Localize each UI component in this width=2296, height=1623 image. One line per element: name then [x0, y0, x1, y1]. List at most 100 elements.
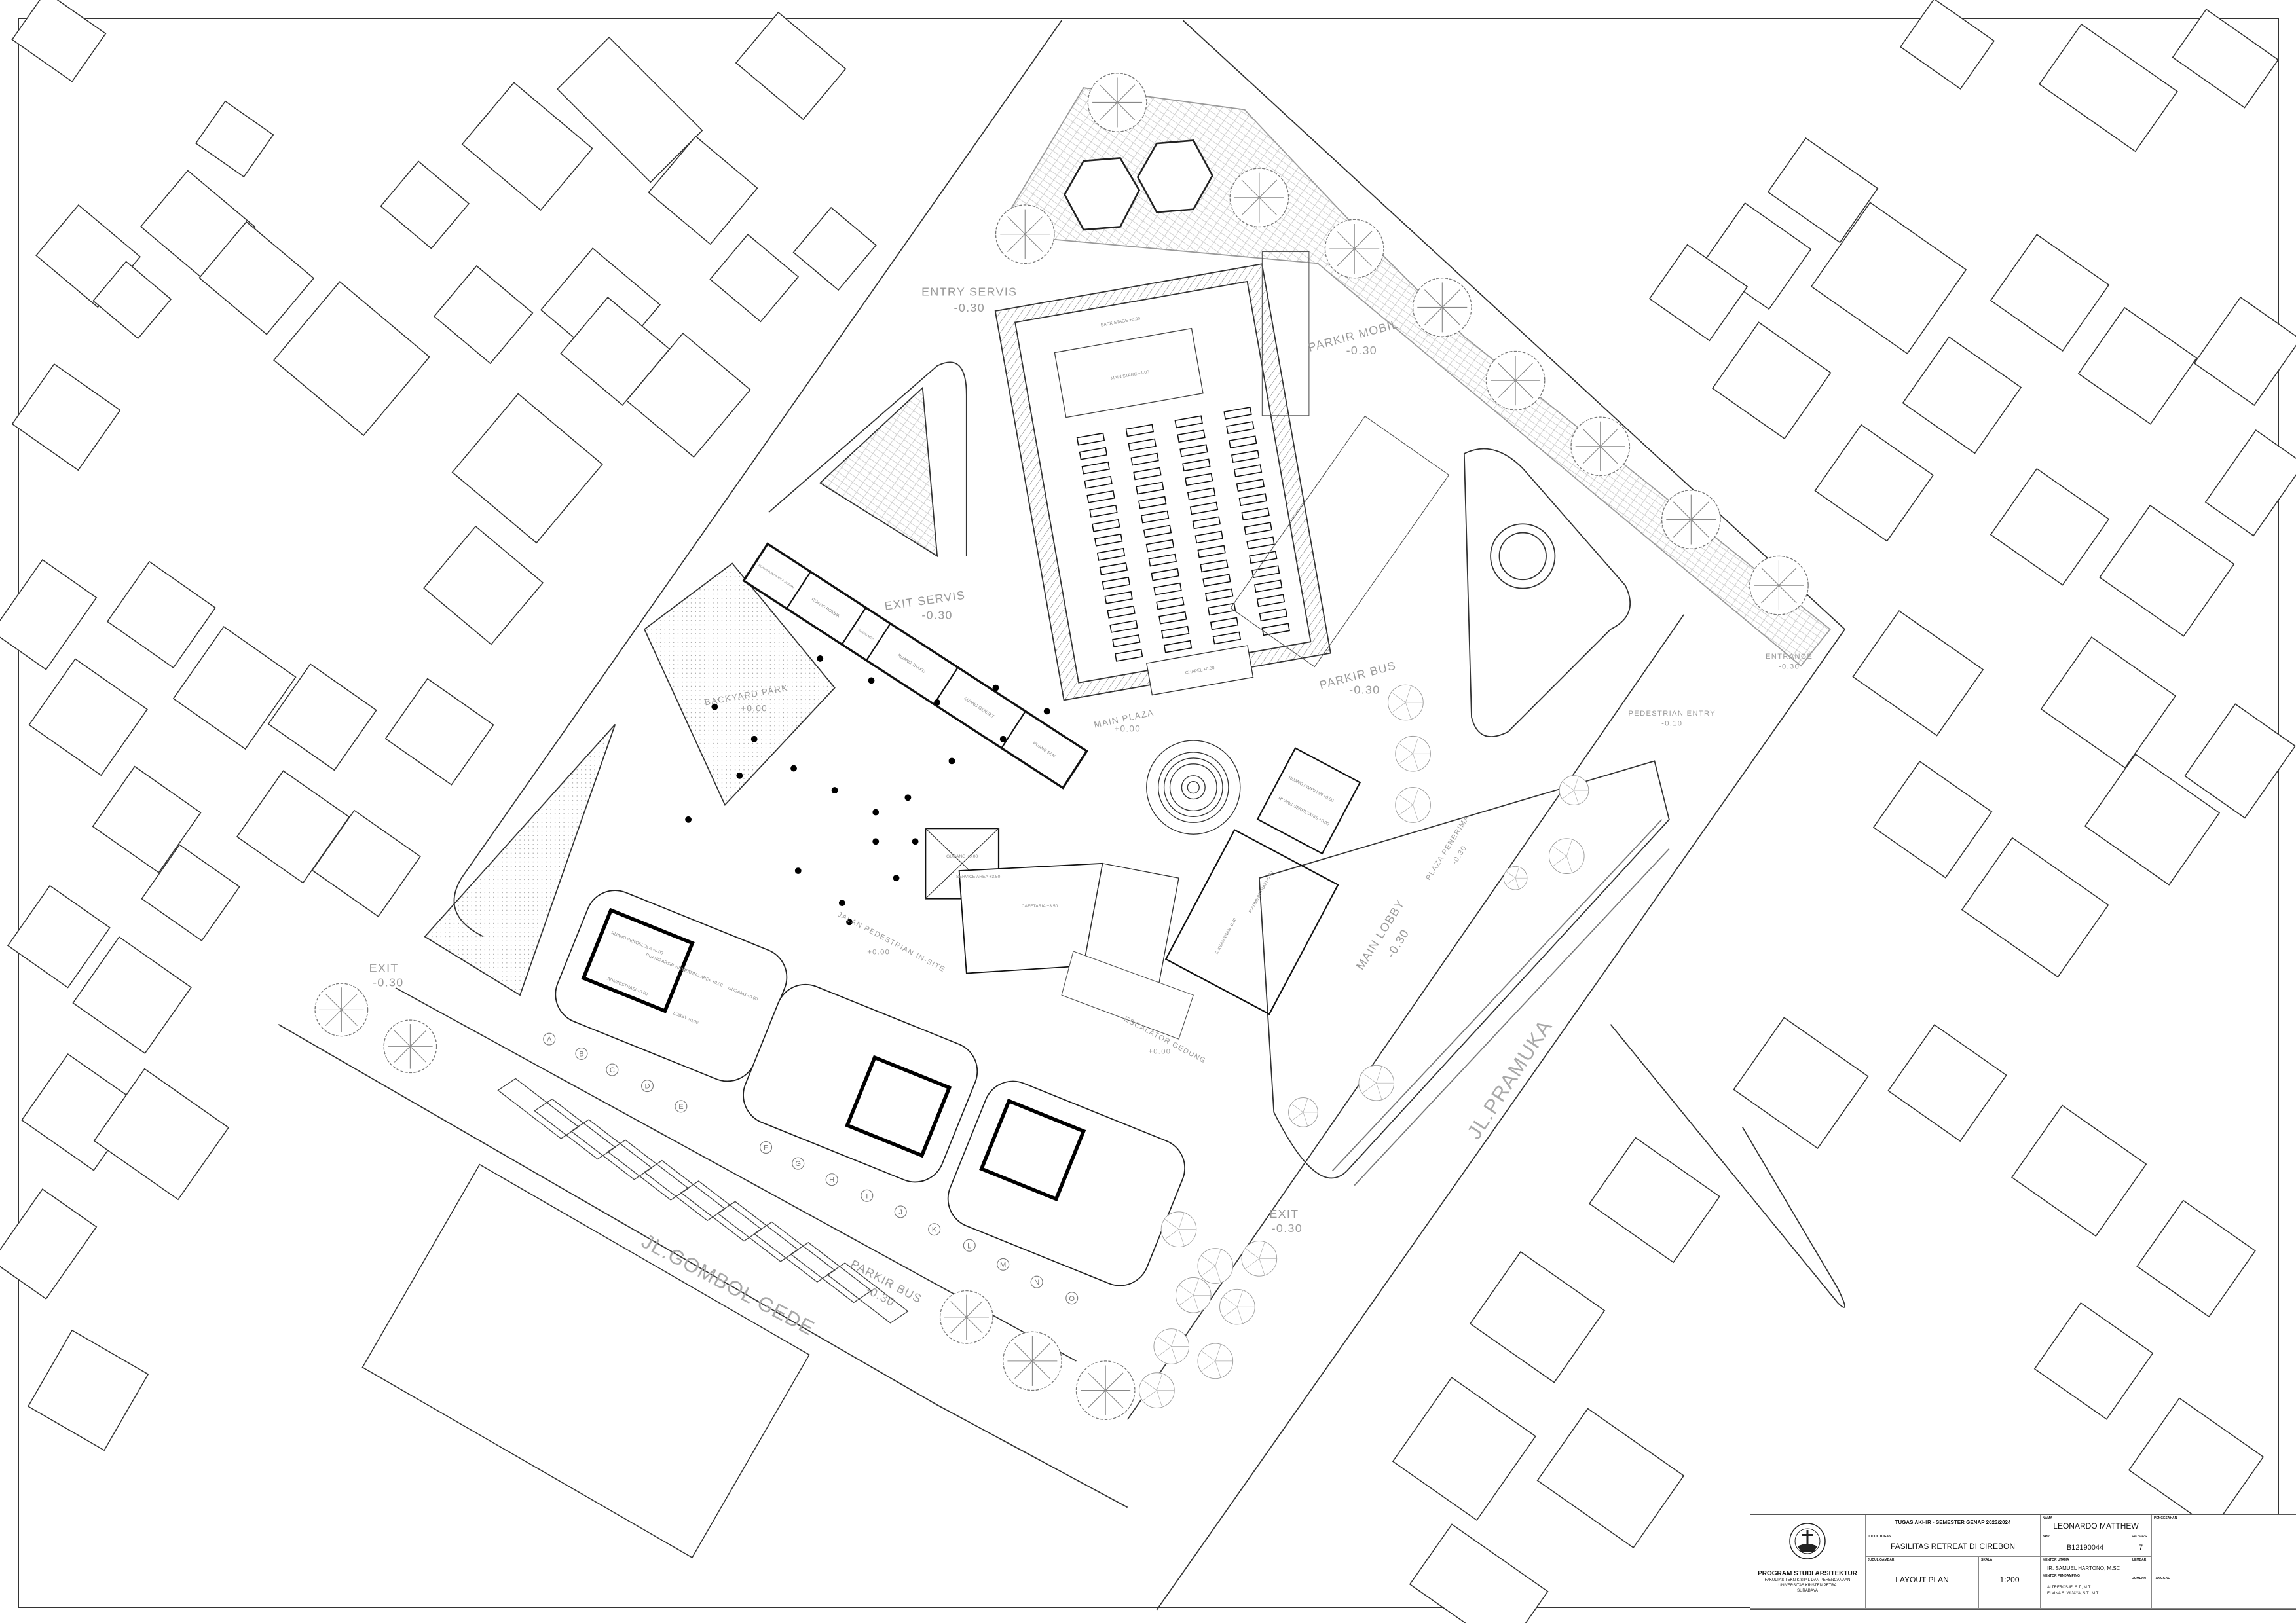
jumlah-caption: JUMLAH: [2132, 1577, 2146, 1580]
seat-row: [1226, 421, 1255, 435]
grid-marker-L: L: [963, 1239, 976, 1252]
neighbor-house: [461, 82, 593, 211]
svg-text:C: C: [610, 1067, 615, 1074]
neighbor-house: [106, 560, 216, 668]
auditorium-seating: [1076, 407, 1290, 662]
university-city: SURABAYA: [1797, 1589, 1818, 1593]
level-exit-right: -0.30: [1272, 1222, 1303, 1235]
room-cafetaria: CAFETARIA +3.50: [1022, 904, 1058, 909]
neighbor-house: [0, 558, 98, 670]
seat-row: [1223, 407, 1252, 420]
grid-marker-K: K: [928, 1223, 941, 1236]
neighbor-house: [1588, 1137, 1720, 1264]
neighbor-house: [27, 1329, 149, 1451]
seat-row: [1153, 582, 1182, 596]
lamp-post: [790, 765, 797, 772]
seat-row: [1246, 536, 1275, 550]
seat-row: [1143, 524, 1172, 538]
seat-row: [1185, 473, 1213, 486]
seat-row: [1158, 611, 1187, 625]
seat-row: [1194, 530, 1223, 544]
seat-row: [1081, 461, 1110, 475]
shrub-icon: [1503, 866, 1528, 890]
tree-icon: [1324, 219, 1384, 279]
seat-row: [1140, 510, 1170, 524]
seat-row: [1200, 559, 1229, 573]
tree-icon: [1485, 350, 1546, 410]
neighbor-house: [1711, 321, 1832, 440]
seat-row: [1261, 623, 1290, 636]
lamp-post: [817, 655, 824, 662]
svg-text:J: J: [898, 1209, 902, 1216]
neighbor-house: [2193, 296, 2296, 406]
tree-icon: [1087, 73, 1147, 132]
svg-text:E: E: [678, 1103, 683, 1111]
seat-row: [1160, 625, 1190, 639]
svg-text:G: G: [795, 1160, 801, 1168]
neighbor-house: [11, 363, 121, 471]
level-exit-left: -0.30: [373, 976, 403, 989]
neighbor-house: [2128, 1397, 2265, 1530]
shrub-icon: [1197, 1343, 1234, 1379]
neighbor-house: [267, 663, 377, 771]
university-logo: [1789, 1523, 1826, 1559]
shrub-icon: [1160, 1211, 1197, 1247]
assignment-header: TUGAS AKHIR - SEMESTER GENAP 2023/2024: [1895, 1520, 2011, 1525]
shrub-icon: [1219, 1288, 1255, 1325]
bus-parking-bays: [497, 1078, 909, 1324]
seat-row: [1179, 444, 1208, 458]
grid-marker-E: E: [675, 1100, 688, 1113]
seat-row: [1238, 493, 1268, 507]
seat-row: [1189, 501, 1219, 515]
grid-marker-N: N: [1030, 1275, 1043, 1288]
lamp-post: [893, 875, 900, 882]
level-main-plaza: +0.00: [1114, 724, 1141, 734]
room-gudang: GUDANG +0.00: [946, 854, 978, 859]
grid-marker-G: G: [792, 1157, 805, 1170]
neighbor-house: [423, 525, 544, 646]
tree-icon: [1570, 416, 1631, 477]
cottage-2: [743, 983, 978, 1183]
neighbor-house: [1648, 244, 1749, 342]
trees: [314, 73, 1809, 1420]
car-parking: [1164, 251, 1450, 1015]
seat-row: [1086, 490, 1115, 503]
tanggal-caption: TANGGAL: [2154, 1577, 2170, 1580]
label-exit-right: EXIT: [1269, 1207, 1299, 1220]
skala-caption: SKALA: [1981, 1558, 1993, 1562]
tree-icon: [1003, 1331, 1062, 1391]
shrub-icon: [1358, 1065, 1394, 1101]
neighbor-house: [2172, 9, 2279, 109]
lamp-post: [904, 794, 912, 801]
room-r-keamanan: R.KEAMANAN -0.30: [1215, 917, 1238, 955]
seat-row: [1182, 458, 1211, 472]
nama-caption: NAMA: [2043, 1516, 2052, 1520]
level-parkir-bus-top: -0.30: [1349, 684, 1380, 697]
seat-row: [1187, 487, 1216, 501]
seat-row: [1145, 539, 1175, 553]
lamp-post: [1043, 708, 1050, 715]
lamp-post: [948, 757, 955, 765]
shrub-icon: [1153, 1328, 1190, 1364]
shrub-icon: [1241, 1241, 1278, 1277]
tree-icon: [383, 1019, 437, 1074]
co-mentor-2: ELVINA S. WIJAYA, S.T., M.T.: [2047, 1592, 2100, 1596]
neighbor-house: [792, 206, 877, 291]
group-number: 7: [2138, 1544, 2143, 1552]
neighbor-house: [141, 844, 240, 941]
seat-row: [1138, 496, 1167, 509]
neighbor-house: [709, 234, 800, 323]
seat-row: [1233, 464, 1263, 478]
drawing-title: LAYOUT PLAN: [1895, 1575, 1949, 1584]
neighbor-house: [2011, 1104, 2147, 1237]
seat-row: [1125, 424, 1155, 437]
tree-icon: [1229, 168, 1289, 228]
neighbor-house: [648, 136, 758, 246]
level-jalan-pedestrian: +0.00: [867, 948, 890, 956]
seat-row: [1177, 429, 1206, 443]
seat-row: [1092, 519, 1120, 532]
seat-row: [1136, 481, 1164, 495]
lamp-post: [846, 919, 853, 926]
grid-marker-I: I: [861, 1189, 874, 1202]
nrp-caption: NRP: [2043, 1535, 2050, 1539]
